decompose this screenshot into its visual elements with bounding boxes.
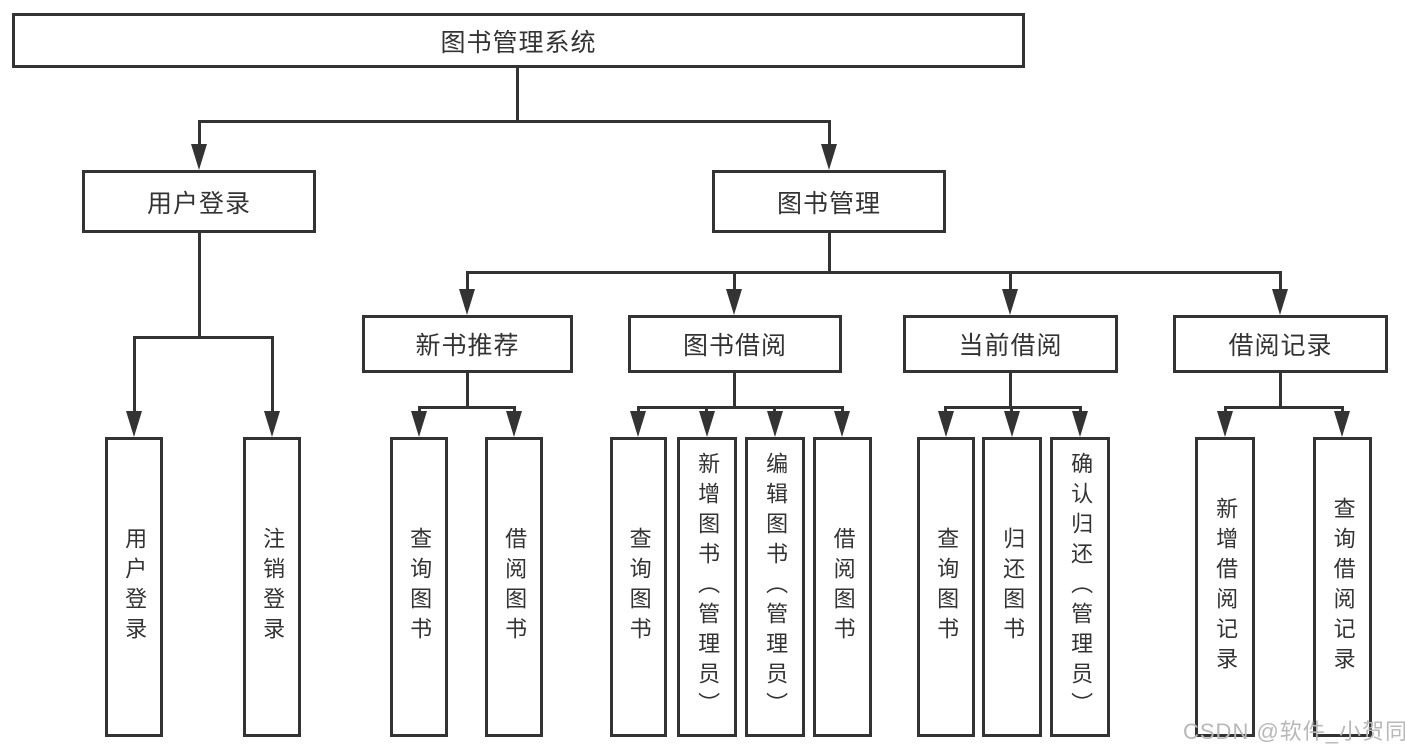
connector-stub-book-borrow — [733, 271, 736, 293]
node-book-management: 图书管理 — [712, 170, 946, 233]
leaf-newbook-borrow-books: 借阅图书 — [485, 437, 543, 737]
node-library-management-system: 图书管理系统 — [12, 13, 1025, 68]
leaf-logout: 注销登录 — [243, 437, 301, 737]
connector-bookborrow-branch — [637, 406, 844, 409]
connector-stub-book-management — [828, 120, 831, 148]
node-current-borrow: 当前借阅 — [903, 315, 1118, 373]
connector-newbook-branch — [418, 406, 516, 409]
arrowhead-nb-borrow — [506, 411, 522, 437]
connector-userlogin-branch — [133, 336, 274, 339]
arrowhead-cb-return — [1004, 411, 1020, 437]
leaf-currentborrow-query-books: 查询图书 — [917, 437, 975, 737]
connector-bookmgmt-drop — [828, 233, 831, 274]
arrowhead-br-add — [1217, 411, 1233, 437]
connector-borrowrecord-branch — [1224, 406, 1344, 409]
leaf-bookborrow-query-books: 查询图书 — [610, 437, 667, 737]
leaf-bookborrow-borrow-books: 借阅图书 — [813, 437, 872, 737]
node-book-borrow: 图书借阅 — [628, 315, 842, 373]
leaf-bookborrow-add-books-admin: 新增图书（管理员） — [677, 437, 737, 737]
connector-root-drop — [516, 68, 519, 121]
leaf-record-query-borrow-record: 查询借阅记录 — [1313, 437, 1372, 737]
arrowhead-current-borrow — [1002, 289, 1018, 315]
arrowhead-bb-query — [630, 411, 646, 437]
arrowhead-book-management — [821, 144, 837, 170]
leaf-record-add-borrow-record: 新增借阅记录 — [1195, 437, 1255, 737]
arrowhead-cb-query — [938, 411, 954, 437]
csdn-watermark: CSDN @软件_小贺同学 — [1183, 719, 1405, 744]
connector-currentborrow-drop — [1009, 373, 1012, 409]
arrowhead-bb-add — [699, 411, 715, 437]
arrowhead-user-login — [191, 144, 207, 170]
arrowhead-leaf-logout — [264, 411, 280, 437]
arrowhead-book-borrow — [726, 289, 742, 315]
leaf-user-login: 用户登录 — [105, 437, 163, 737]
arrowhead-bb-borrow — [834, 411, 850, 437]
connector-stub-borrow-record — [1279, 271, 1282, 293]
connector-root-branch — [198, 120, 831, 123]
node-user-login: 用户登录 — [82, 170, 316, 233]
connector-stub-new-book — [466, 271, 469, 293]
arrowhead-cb-confirm — [1072, 411, 1088, 437]
arrowhead-borrow-record — [1272, 289, 1288, 315]
arrowhead-leaf-login — [126, 411, 142, 437]
node-new-book-recommend: 新书推荐 — [362, 315, 573, 373]
arrowhead-br-query — [1334, 411, 1350, 437]
connector-stub-user-login — [198, 120, 201, 148]
connector-borrowrecord-drop — [1279, 373, 1282, 409]
connector-bookborrow-drop — [733, 373, 736, 409]
connector-currentborrow-branch — [944, 406, 1082, 409]
arrowhead-bb-edit — [767, 411, 783, 437]
leaf-currentborrow-return-books: 归还图书 — [982, 437, 1042, 737]
connector-userlogin-drop — [198, 233, 201, 339]
arrowhead-nb-query — [411, 411, 427, 437]
node-borrow-records: 借阅记录 — [1173, 315, 1388, 373]
connector-bookmgmt-branch — [467, 271, 1282, 274]
leaf-newbook-query-books: 查询图书 — [390, 437, 448, 737]
connector-stub-current-borrow — [1009, 271, 1012, 293]
connector-stub-leaf-logout — [271, 336, 274, 414]
connector-newbook-drop — [466, 373, 469, 409]
leaf-bookborrow-edit-books-admin: 编辑图书（管理员） — [745, 437, 805, 737]
arrowhead-new-book — [459, 289, 475, 315]
connector-stub-leaf-login — [133, 336, 136, 414]
leaf-currentborrow-confirm-return-admin: 确认归还（管理员） — [1050, 437, 1110, 737]
